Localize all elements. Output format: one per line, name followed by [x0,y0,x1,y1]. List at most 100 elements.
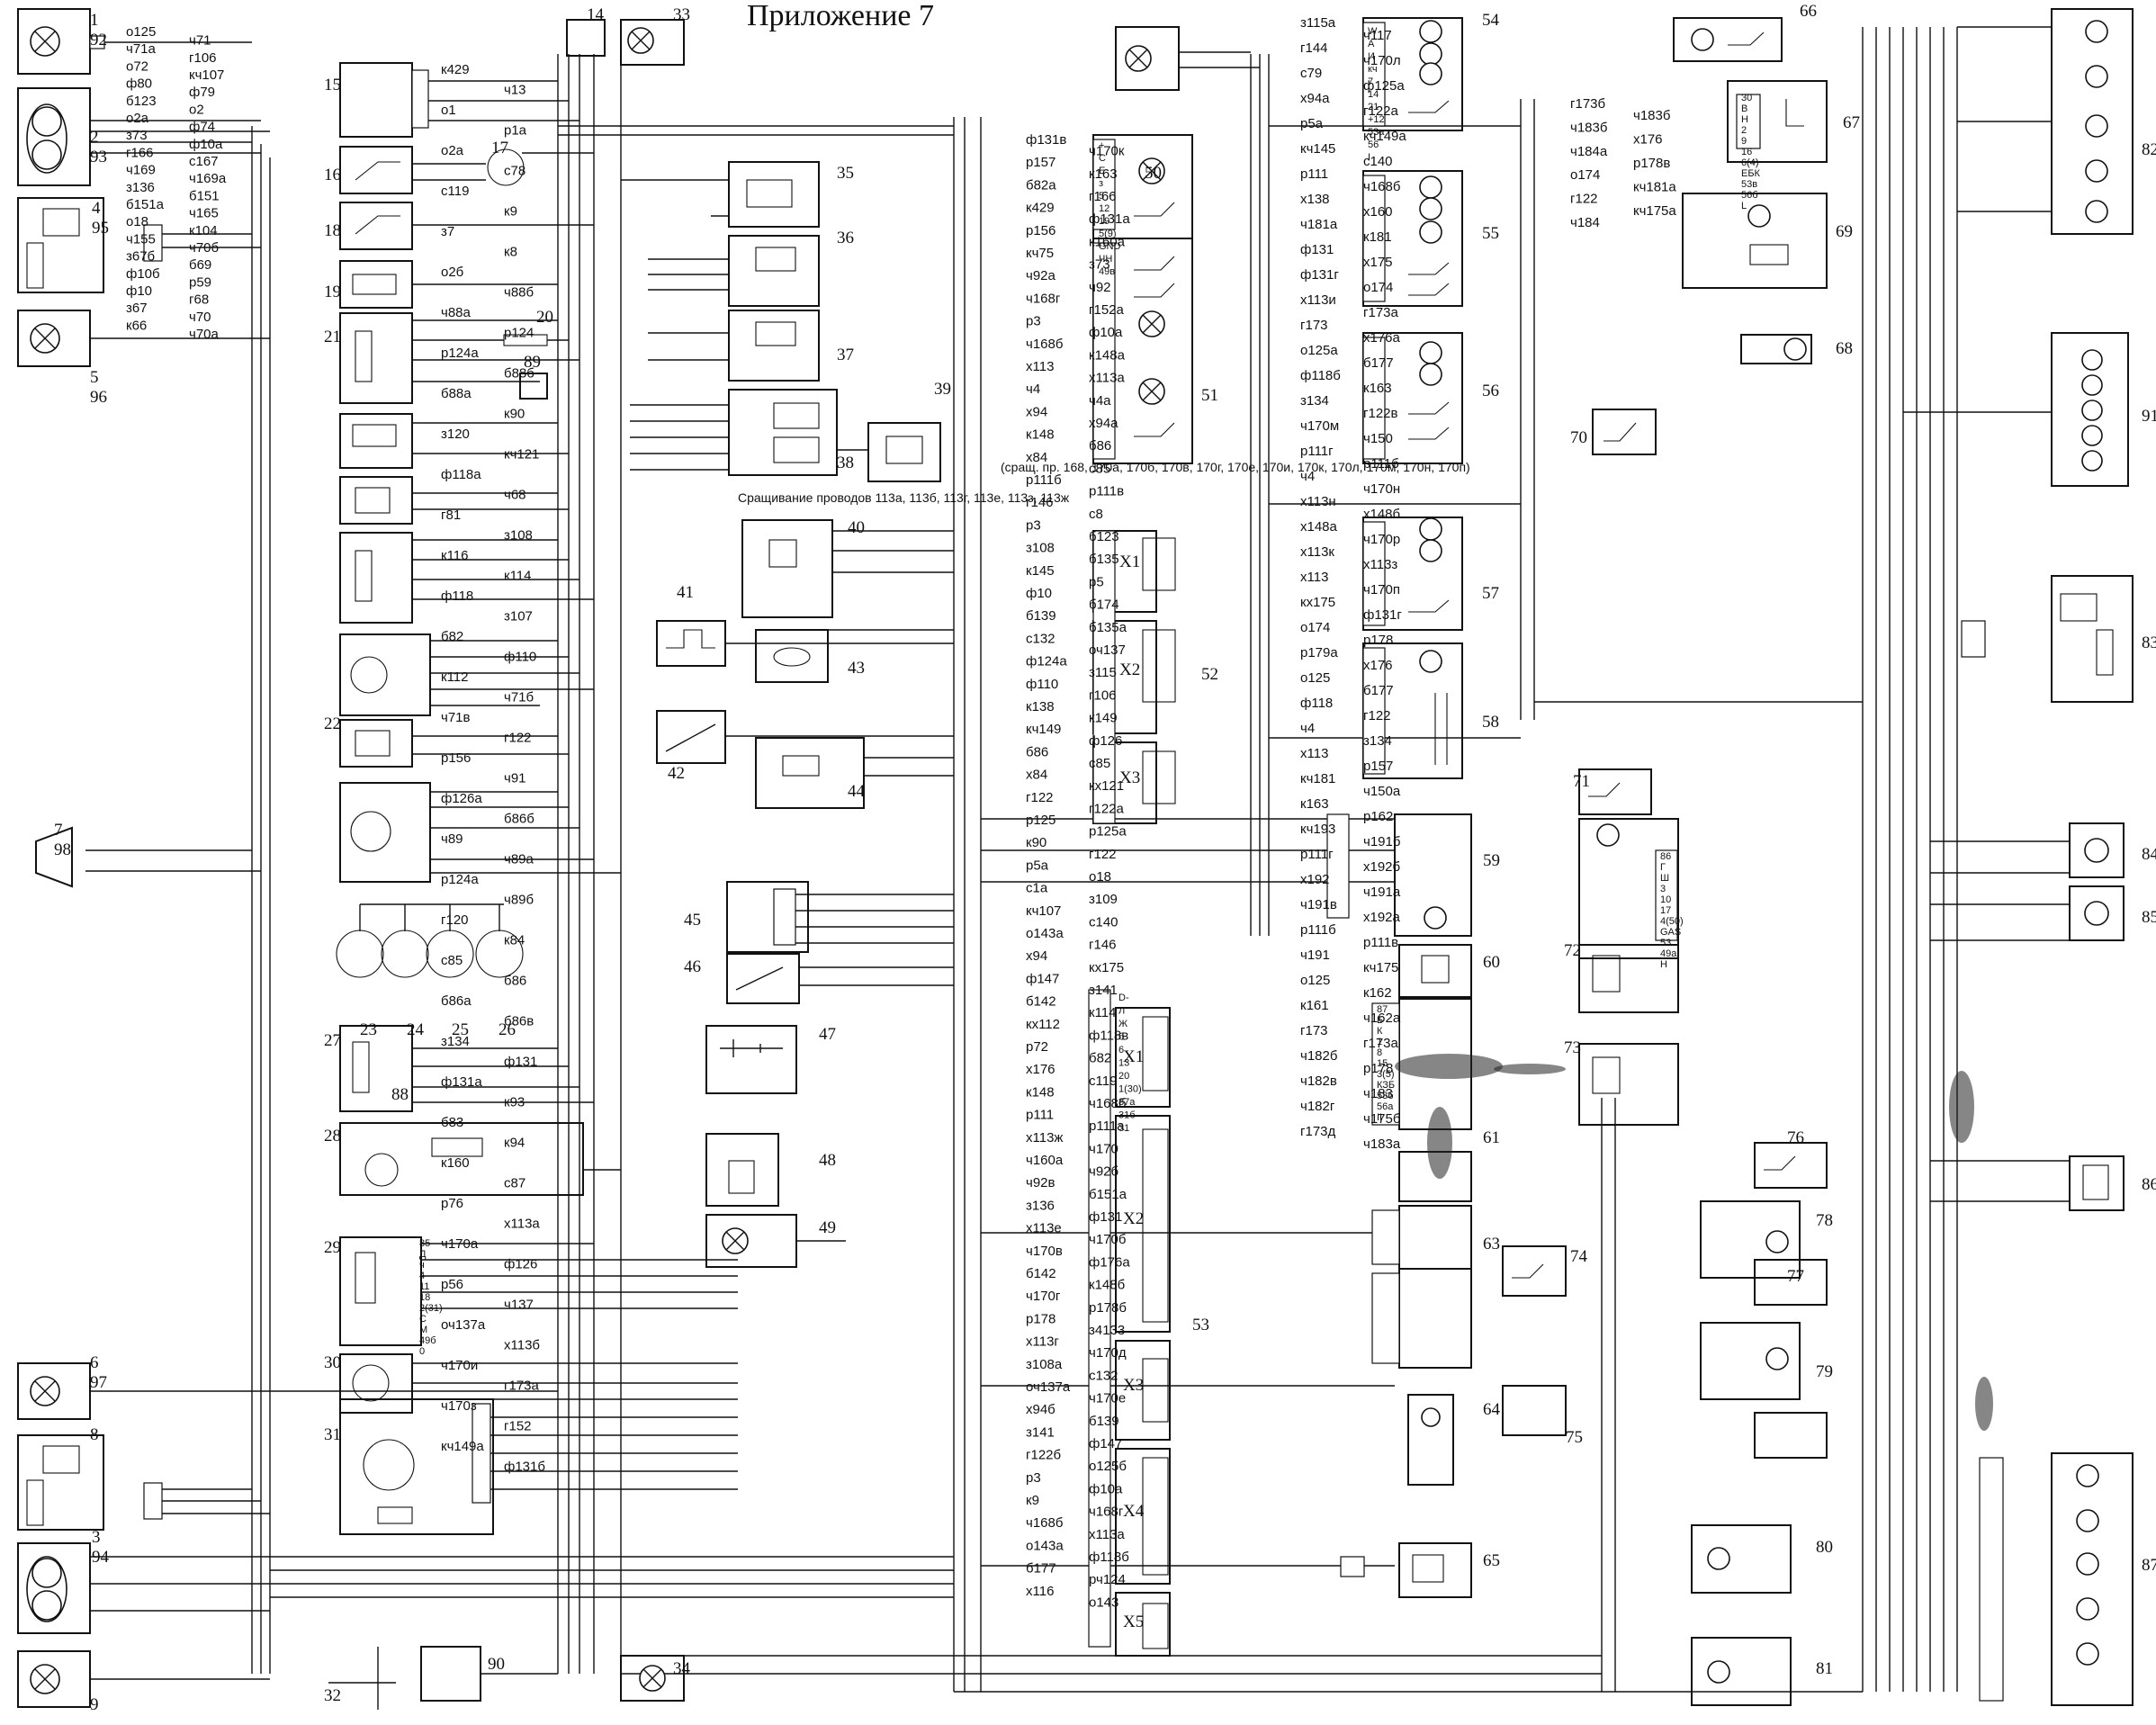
wire-label: х94 [1026,948,1047,964]
wire-label: з141 [1089,983,1118,998]
center-column-components [621,161,954,1268]
wire-label: х84 [1026,768,1047,783]
wire-label: ч170в [1026,1244,1063,1259]
wire-label: ч182б [1300,1048,1337,1064]
component-number: 1 [90,11,99,30]
wire-label: к90 [1026,835,1047,850]
wire-label: к104 [189,223,218,238]
wire-label: ч4 [1026,382,1040,397]
wire-label: б151а [1089,1187,1127,1202]
component-number: 50 [1145,164,1162,183]
component-number: 65 [1483,1551,1500,1570]
pin-label: I [1368,152,1370,163]
wire-label: к429 [1026,201,1055,216]
wire-label: с85 [1089,756,1110,771]
pin-label: 6(4) [1741,157,1759,168]
wire-label: с119 [441,184,469,199]
wire-label: о2 [189,102,204,117]
wire-label: р125 [1026,813,1056,828]
wire-label: б123 [126,94,157,109]
wire-label: х116 [1026,1584,1054,1599]
component-number: 26 [499,1020,516,1039]
wire-label: б151а [126,197,165,212]
wire-label: кч193 [1300,822,1335,837]
wire-label: кч145 [1300,141,1335,157]
wire-label: р72 [1026,1039,1048,1055]
wire-label: ч170з [441,1398,477,1414]
wire-label: г122 [1363,708,1391,723]
component-number: 98 [54,840,71,859]
wire-label: кч149 [1026,722,1061,737]
wire-label: р162 [1363,809,1393,824]
wire-label: ч92б [1089,1164,1118,1180]
wire-label: х113а [504,1217,540,1232]
component-number: 35 [837,164,854,183]
wire-label: ф118а [441,467,481,482]
wire-label: р56 [441,1277,463,1292]
wire-label: р1а [504,123,527,139]
pin-label: Л [1118,1006,1125,1017]
wire-label: г122в [1363,406,1397,421]
wire-label: ч170п [1363,582,1400,597]
component-number: 42 [668,764,685,783]
wire-label: р157 [1363,759,1393,774]
wire-label: к148 [1026,427,1055,443]
component-number: 4 [92,199,101,218]
wire-label: к163 [1300,796,1329,812]
connector-block-54 [1088,989,1171,1657]
wire-label: ф80 [126,76,152,92]
component-number: 69 [1836,222,1853,241]
component-number: 6 [90,1353,99,1372]
wire-label: ч13 [504,83,526,98]
component-number: 46 [684,957,701,976]
wire-label: г173д [1300,1124,1335,1139]
component-number: 76 [1787,1128,1804,1147]
wire-label: г173 [1300,318,1328,333]
wire-label: б135а [1089,620,1127,635]
wire-label: кх121 [1089,778,1124,794]
component-number: 82 [2142,140,2156,159]
pin-label: 14 [1368,89,1379,100]
pin-label: 13 [1118,1058,1129,1069]
wire-label: р111 [1026,1108,1054,1123]
wire-label: ф131а [1089,211,1130,227]
wire-label: к138 [1026,699,1055,714]
wire-label: ч170б [1089,1232,1126,1247]
wire-label: о125 [1300,973,1330,988]
wire-label: х113 [1300,746,1328,761]
wire-label: р111 [1300,166,1328,182]
component-number: 27 [324,1031,341,1050]
wire-label: ч183б [1633,108,1670,123]
wire-label: ч170н [1363,481,1400,497]
wire-label: г152 [504,1419,532,1434]
wire-label: о1 [441,103,456,118]
component-number: 66 [1800,2,1817,21]
connector-label: X1 [1123,1047,1144,1066]
component-number: 40 [848,518,865,537]
wire-label: ч155 [126,231,156,247]
component-number: 20 [536,308,553,327]
wire-label: б177 [1026,1561,1056,1577]
component-number: 43 [848,659,865,678]
wire-label: о18 [126,214,148,229]
wire-label: ч150 [1363,431,1393,446]
wire-label: ф74 [189,120,215,135]
wire-label: к148б [1089,1278,1125,1293]
wire-label: ф10б [126,266,160,282]
wire-label: ч160а [1026,1153,1064,1168]
wire-label: к94 [504,1136,525,1151]
scan-stain [1395,1054,1993,1431]
component-number: 19 [324,283,341,301]
pin-label: 6 [1118,1045,1124,1056]
wire-label: ч88а [441,305,471,320]
component-number: 71 [1573,772,1590,791]
wire-label: р111г [1300,847,1334,862]
pin-label: Н [1741,114,1748,125]
component-number: 17 [491,139,508,157]
wire-label: р3 [1026,1470,1041,1486]
wire-label: ч181а [1300,217,1338,232]
wire-label: ф124а [1026,654,1067,669]
component-number: 90 [488,1655,505,1674]
wire-label: г106 [189,50,217,66]
